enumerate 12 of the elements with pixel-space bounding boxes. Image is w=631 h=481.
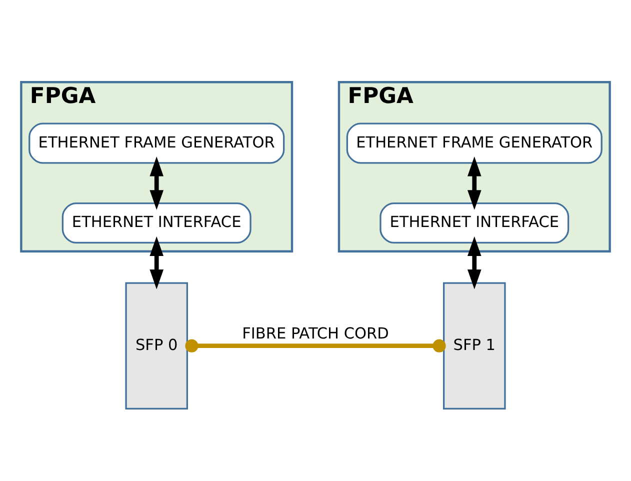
- arrow: [150, 236, 164, 289]
- arrow: [468, 156, 482, 210]
- connector: [185, 338, 446, 352]
- node-box: SFP 1: [443, 282, 506, 409]
- node-box: ETHERNET INTERFACE: [380, 202, 570, 243]
- node-box: ETHERNET FRAME GENERATOR: [28, 122, 285, 164]
- node-box: ETHERNET INTERFACE: [62, 202, 252, 243]
- arrow: [150, 156, 164, 210]
- node-box: ETHERNET FRAME GENERATOR: [346, 122, 602, 164]
- arrow: [468, 236, 482, 289]
- edge-label: FIBRE PATCH CORD: [242, 324, 389, 342]
- node-box: SFP 0: [125, 282, 188, 409]
